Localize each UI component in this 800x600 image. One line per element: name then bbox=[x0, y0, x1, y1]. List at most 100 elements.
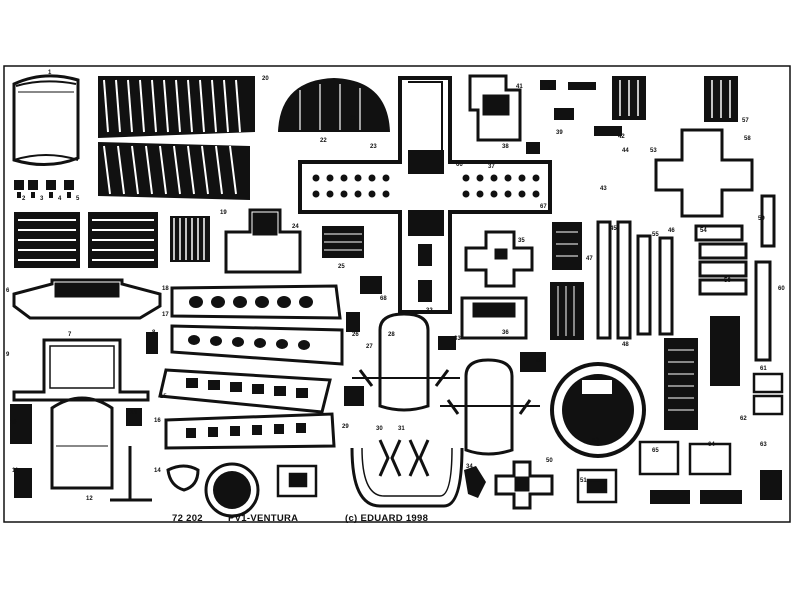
part-number-label: 27 bbox=[366, 344, 373, 350]
cross-part-mid bbox=[464, 230, 534, 288]
part-number-label: 31 bbox=[398, 426, 405, 432]
console-part bbox=[468, 74, 522, 142]
part-number-label: 20 bbox=[262, 76, 269, 82]
part-number-label: 46 bbox=[668, 228, 675, 234]
center-plate bbox=[408, 150, 444, 174]
rail-set bbox=[596, 194, 776, 362]
part-number-label: 32 bbox=[426, 308, 433, 314]
part-number-label: 41 bbox=[516, 84, 523, 90]
bulkhead-middle bbox=[12, 338, 150, 402]
part-number-label: 62 bbox=[740, 416, 747, 422]
part-number-label: 16 bbox=[154, 418, 161, 424]
part-number-label: 38 bbox=[502, 144, 509, 150]
dial-cluster-left bbox=[312, 174, 390, 198]
part-number-label: 57 bbox=[742, 118, 749, 124]
part-number-label: 64 bbox=[708, 442, 715, 448]
part-number-label: 65 bbox=[652, 448, 659, 454]
bulkhead-bottom bbox=[50, 396, 114, 490]
part-number-label: 48 bbox=[622, 342, 629, 348]
part-number-label: 1 bbox=[48, 70, 52, 76]
cross-part-right-top bbox=[654, 128, 754, 218]
hole-strip-3 bbox=[158, 368, 332, 414]
part-number-label: 22 bbox=[320, 138, 327, 144]
part-number-label: 33 bbox=[454, 336, 461, 342]
side-panel-right bbox=[664, 338, 698, 430]
part-number-label: 44 bbox=[622, 148, 629, 154]
part-number-label: 21 bbox=[350, 116, 357, 122]
part-number-label: 3 bbox=[40, 196, 44, 202]
round-gauge-left bbox=[204, 462, 260, 518]
part-number-label: 35 bbox=[518, 238, 525, 244]
part-number-label: 15 bbox=[160, 394, 167, 400]
part-number-label: 55 bbox=[652, 232, 659, 238]
part-number-label: 13 bbox=[130, 410, 137, 416]
small-parts-left bbox=[10, 332, 158, 498]
part-number-label: 12 bbox=[86, 496, 93, 502]
mesh-vertical bbox=[550, 222, 584, 340]
flap-panel-lower bbox=[98, 142, 250, 200]
part-number-label: 40 bbox=[548, 86, 555, 92]
part-number-label: 37 bbox=[488, 164, 495, 170]
part-number-label: 34 bbox=[466, 464, 473, 470]
instrument-panel bbox=[278, 78, 390, 132]
part-number-label: 53 bbox=[650, 148, 657, 154]
part-number-label: 2 bbox=[22, 196, 26, 202]
part-number-label: 49 bbox=[536, 358, 543, 364]
mesh-panel bbox=[322, 226, 364, 258]
louver-block-right bbox=[612, 76, 738, 122]
part-number-label: 59 bbox=[758, 216, 765, 222]
part-number-label: 66 bbox=[456, 162, 463, 168]
bulkhead-top bbox=[12, 278, 162, 320]
small-bracket-top bbox=[526, 80, 622, 154]
louver-grid-left bbox=[14, 212, 158, 268]
seat-part bbox=[224, 208, 302, 274]
part-number-label: 17 bbox=[162, 312, 169, 318]
comb-strip bbox=[170, 216, 210, 262]
misc-parts-center bbox=[344, 244, 546, 498]
part-number-label: 39 bbox=[556, 130, 563, 136]
frame-part-1 bbox=[352, 312, 460, 412]
cross-frame bbox=[298, 76, 552, 314]
part-number-label: 58 bbox=[744, 136, 751, 142]
instrument-pod-1 bbox=[276, 464, 318, 498]
part-number-label: 30 bbox=[376, 426, 383, 432]
hole-strip-4 bbox=[164, 412, 336, 450]
part-number-label: 54 bbox=[700, 228, 707, 234]
hole-strip-1 bbox=[170, 284, 342, 320]
part-number-label: 10 bbox=[10, 420, 17, 426]
part-number-label: 60 bbox=[778, 286, 785, 292]
center-plate-lower bbox=[408, 210, 444, 236]
vent-column bbox=[710, 316, 740, 386]
part-number-label: 9 bbox=[6, 352, 10, 358]
catalog-number-label: 72 202 bbox=[172, 513, 203, 524]
kit-name-label: PV1-VENTURA bbox=[228, 513, 299, 524]
part-number-label: 50 bbox=[546, 458, 553, 464]
part-number-label: 6 bbox=[6, 288, 10, 294]
part-number-label: 45 bbox=[610, 226, 617, 232]
part-number-label: 29 bbox=[342, 424, 349, 430]
part-number-label: 36 bbox=[502, 330, 509, 336]
part-number-label: 67 bbox=[540, 204, 547, 210]
part-number-label: 14 bbox=[154, 468, 161, 474]
bracket-stack-right bbox=[694, 224, 748, 296]
frame-part-2 bbox=[440, 358, 540, 456]
horseshoe-part bbox=[166, 464, 200, 492]
part-number-label: 68 bbox=[380, 296, 387, 302]
bottom-plates-right bbox=[650, 470, 782, 504]
part-number-label: 28 bbox=[388, 332, 395, 338]
part-number-label: 43 bbox=[600, 186, 607, 192]
part-number-label: 25 bbox=[338, 264, 345, 270]
part-number-label: 18 bbox=[162, 286, 169, 292]
part-number-label: 47 bbox=[586, 256, 593, 262]
harness-part bbox=[350, 439, 464, 508]
part-number-label: 11 bbox=[12, 468, 19, 474]
round-gauge-big bbox=[550, 362, 646, 458]
part-number-label: 24 bbox=[292, 224, 299, 230]
part-number-label: 56 bbox=[724, 278, 731, 284]
instrument-pod-2 bbox=[576, 468, 618, 504]
pedal-part bbox=[110, 446, 152, 502]
canopy-frame-part bbox=[12, 74, 80, 167]
small-boxes-right bbox=[638, 372, 784, 476]
part-number-label: 51 bbox=[580, 478, 587, 484]
